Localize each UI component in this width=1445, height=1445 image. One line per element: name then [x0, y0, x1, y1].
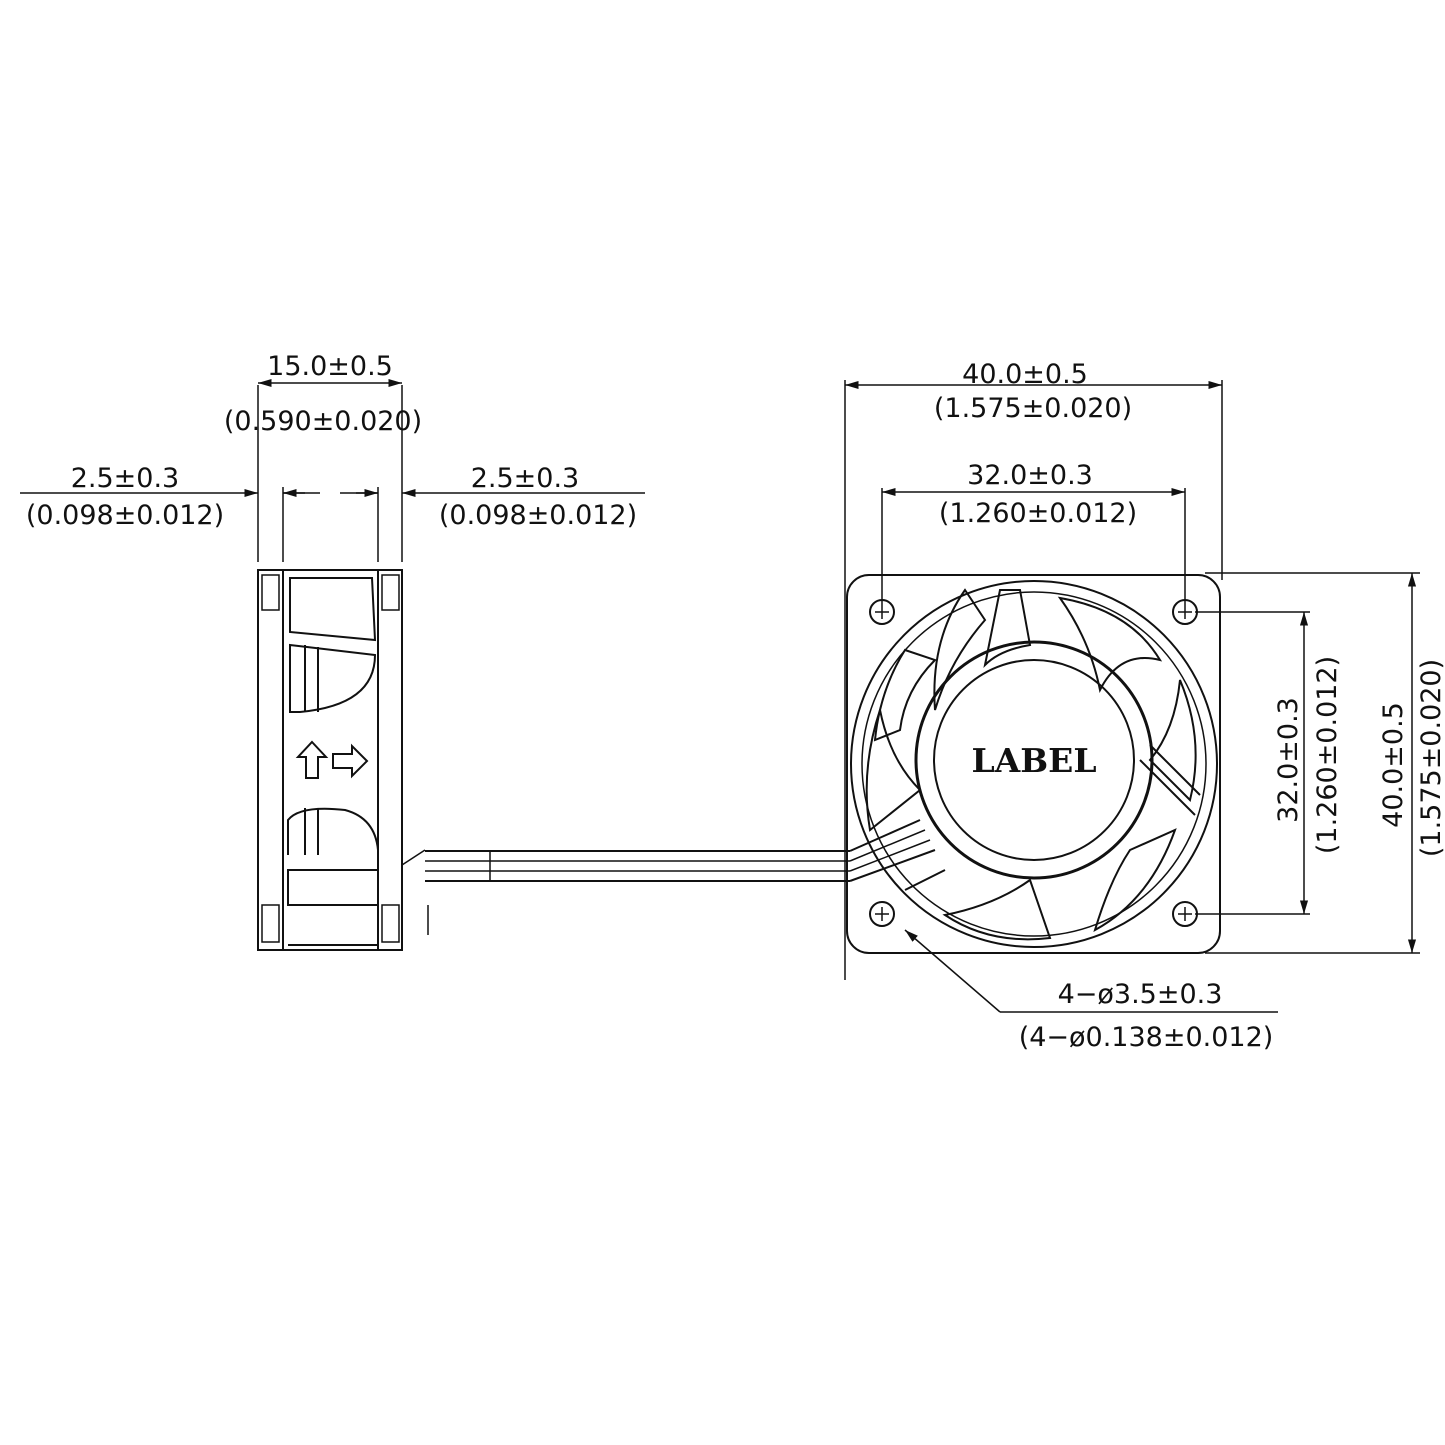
- overall-height-dimension: 40.0±0.5 (1.575±0.020): [1205, 572, 1445, 954]
- side-width-value: 15.0±0.5: [267, 351, 393, 382]
- side-view: 15.0±0.5 (0.590±0.020) 2.5±0.3 (0.098±0.…: [20, 351, 645, 951]
- up-arrow-icon: [295, 740, 329, 779]
- mounting-hole-top-right: [1172, 599, 1198, 625]
- mounting-hole-bottom-right: [1172, 901, 1198, 927]
- left-flange-value: 2.5±0.3: [71, 463, 180, 494]
- front-view: 40.0±0.5 (1.575±0.020) 32.0±0.3 (1.260±0…: [844, 359, 1445, 1053]
- fan-frame: [846, 574, 1221, 954]
- side-flange-dimensions: 2.5±0.3 (0.098±0.012) 2.5±0.3 (0.098±0.0…: [20, 463, 645, 562]
- hole-spacing-h-value: 32.0±0.3: [967, 460, 1093, 491]
- hub-label: LABEL: [971, 741, 1096, 780]
- right-flange-value: 2.5±0.3: [471, 463, 580, 494]
- hole-callout-inch: (4−ø0.138±0.012): [1019, 1022, 1274, 1053]
- fan-hub: LABEL: [914, 640, 1154, 880]
- cable-channel: [849, 744, 1201, 891]
- hole-spacing-v-dimension: 32.0±0.3 (1.260±0.012): [1195, 611, 1343, 915]
- right-arrow-icon: [332, 743, 369, 779]
- hole-spacing-h-inch: (1.260±0.012): [939, 498, 1137, 529]
- airflow-arrows: [295, 740, 369, 779]
- hole-callout-value: 4−ø3.5±0.3: [1058, 979, 1223, 1010]
- overall-width-dimension: 40.0±0.5 (1.575±0.020): [844, 359, 1223, 980]
- mounting-holes: [869, 599, 1198, 927]
- fan-blades: [865, 588, 1197, 941]
- side-width-inch: (0.590±0.020): [224, 406, 422, 437]
- hole-spacing-h-dimension: 32.0±0.3 (1.260±0.012): [881, 460, 1186, 605]
- side-width-dimension: 15.0±0.5 (0.590±0.020): [224, 351, 422, 562]
- hole-spacing-v-inch: (1.260±0.012): [1312, 656, 1343, 854]
- overall-width-inch: (1.575±0.020): [934, 393, 1132, 424]
- overall-width-value: 40.0±0.5: [962, 359, 1088, 390]
- mounting-hole-top-left: [869, 599, 895, 625]
- hole-callout: 4−ø3.5±0.3 (4−ø0.138±0.012): [904, 929, 1278, 1053]
- side-body: [257, 569, 429, 951]
- hole-spacing-v-value: 32.0±0.3: [1273, 697, 1304, 823]
- overall-height-inch: (1.575±0.020): [1416, 659, 1445, 857]
- right-flange-inch: (0.098±0.012): [439, 500, 637, 531]
- left-flange-inch: (0.098±0.012): [26, 500, 224, 531]
- overall-height-value: 40.0±0.5: [1378, 702, 1409, 828]
- cable: [425, 850, 850, 882]
- mounting-hole-bottom-left: [869, 901, 895, 927]
